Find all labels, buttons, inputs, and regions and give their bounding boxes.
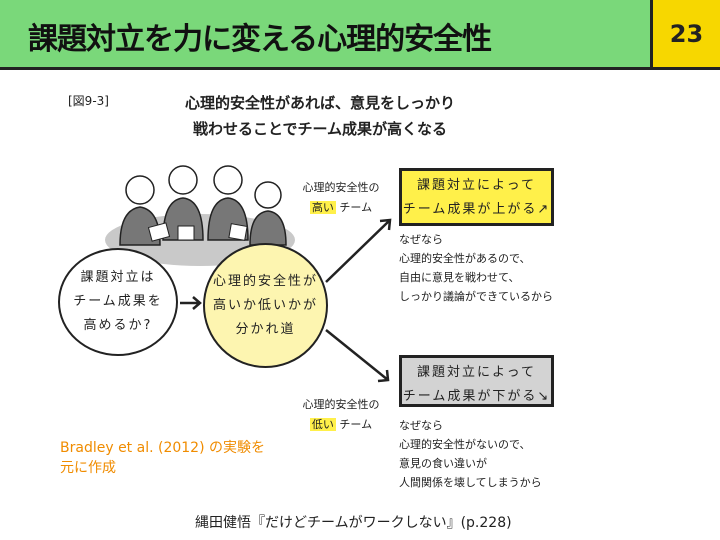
figure-title: 心理的安全性があれば、意見をしっかり 戦わせることでチーム成果が高くなる (160, 90, 480, 142)
box-line: チーム成果が下がる↘ (402, 389, 551, 404)
figure-title-line: 心理的安全性があれば、意見をしっかり (184, 94, 455, 112)
question-line: 高めるか? (83, 318, 153, 333)
question-circle: 課題対立は チーム成果を 高めるか? (58, 248, 178, 356)
reason-line: なぜなら (399, 233, 443, 246)
reason-line: なぜなら (399, 419, 443, 432)
result-up-box: 課題対立によって チーム成果が上がる↗ (399, 168, 554, 226)
fork-line: 心理的安全性が (212, 273, 318, 289)
box-line: 課題対立によって (417, 178, 536, 193)
high-highlight: 高い (309, 201, 336, 214)
reason-line: 心理的安全性があるので、 (399, 252, 531, 265)
low-highlight: 低い (309, 418, 336, 431)
source-line: Bradley et al. (2012) の実験を (60, 440, 265, 456)
low-reason: なぜなら 心理的安全性がないので、 意見の食い違いが 人間関係を壊してしまうから (399, 416, 542, 492)
box-line: 課題対立によって (417, 365, 536, 380)
reason-line: 意見の食い違いが (399, 457, 487, 470)
question-line: チーム成果を (73, 294, 163, 309)
label-line: 心理的安全性の (302, 398, 380, 411)
fork-line: 分かれ道 (235, 321, 296, 337)
low-team-label: 心理的安全性の 低い チーム (296, 395, 386, 435)
high-reason: なぜなら 心理的安全性があるので、 自由に意見を戦わせて、 しっかり議論ができて… (399, 230, 553, 306)
question-line: 課題対立は (80, 270, 156, 285)
figure-title-line: 戦わせることでチーム成果が高くなる (192, 120, 448, 138)
reason-line: 自由に意見を戦わせて、 (399, 271, 520, 284)
people-illustration (119, 165, 287, 246)
figure-label: [図9-3] (68, 94, 109, 108)
label-line: 心理的安全性の (302, 181, 380, 194)
label-rest: チーム (339, 201, 373, 214)
result-down-box: 課題対立によって チーム成果が下がる↘ (399, 355, 554, 407)
high-team-label: 心理的安全性の 高い チーム (296, 178, 386, 218)
label-rest: チーム (339, 418, 373, 431)
reason-line: しっかり議論ができているから (399, 290, 553, 303)
source-line: 元に作成 (60, 460, 116, 476)
reason-line: 人間関係を壊してしまうから (399, 476, 542, 489)
slide-title: 課題対立を力に変える心理的安全性 (28, 22, 492, 57)
source-note: Bradley et al. (2012) の実験を 元に作成 (60, 438, 265, 478)
fork-circle: 心理的安全性が 高いか低いかが 分かれ道 (203, 243, 328, 368)
fork-line: 高いか低いかが (212, 297, 318, 313)
citation: 縄田健悟『だけどチームがワークしない』(p.228) (195, 515, 512, 531)
arrows (180, 218, 392, 383)
box-line: チーム成果が上がる↗ (402, 202, 551, 217)
page-number: 23 (650, 0, 720, 70)
reason-line: 心理的安全性がないので、 (399, 438, 531, 451)
slide-header: 課題対立を力に変える心理的安全性 (0, 0, 650, 70)
